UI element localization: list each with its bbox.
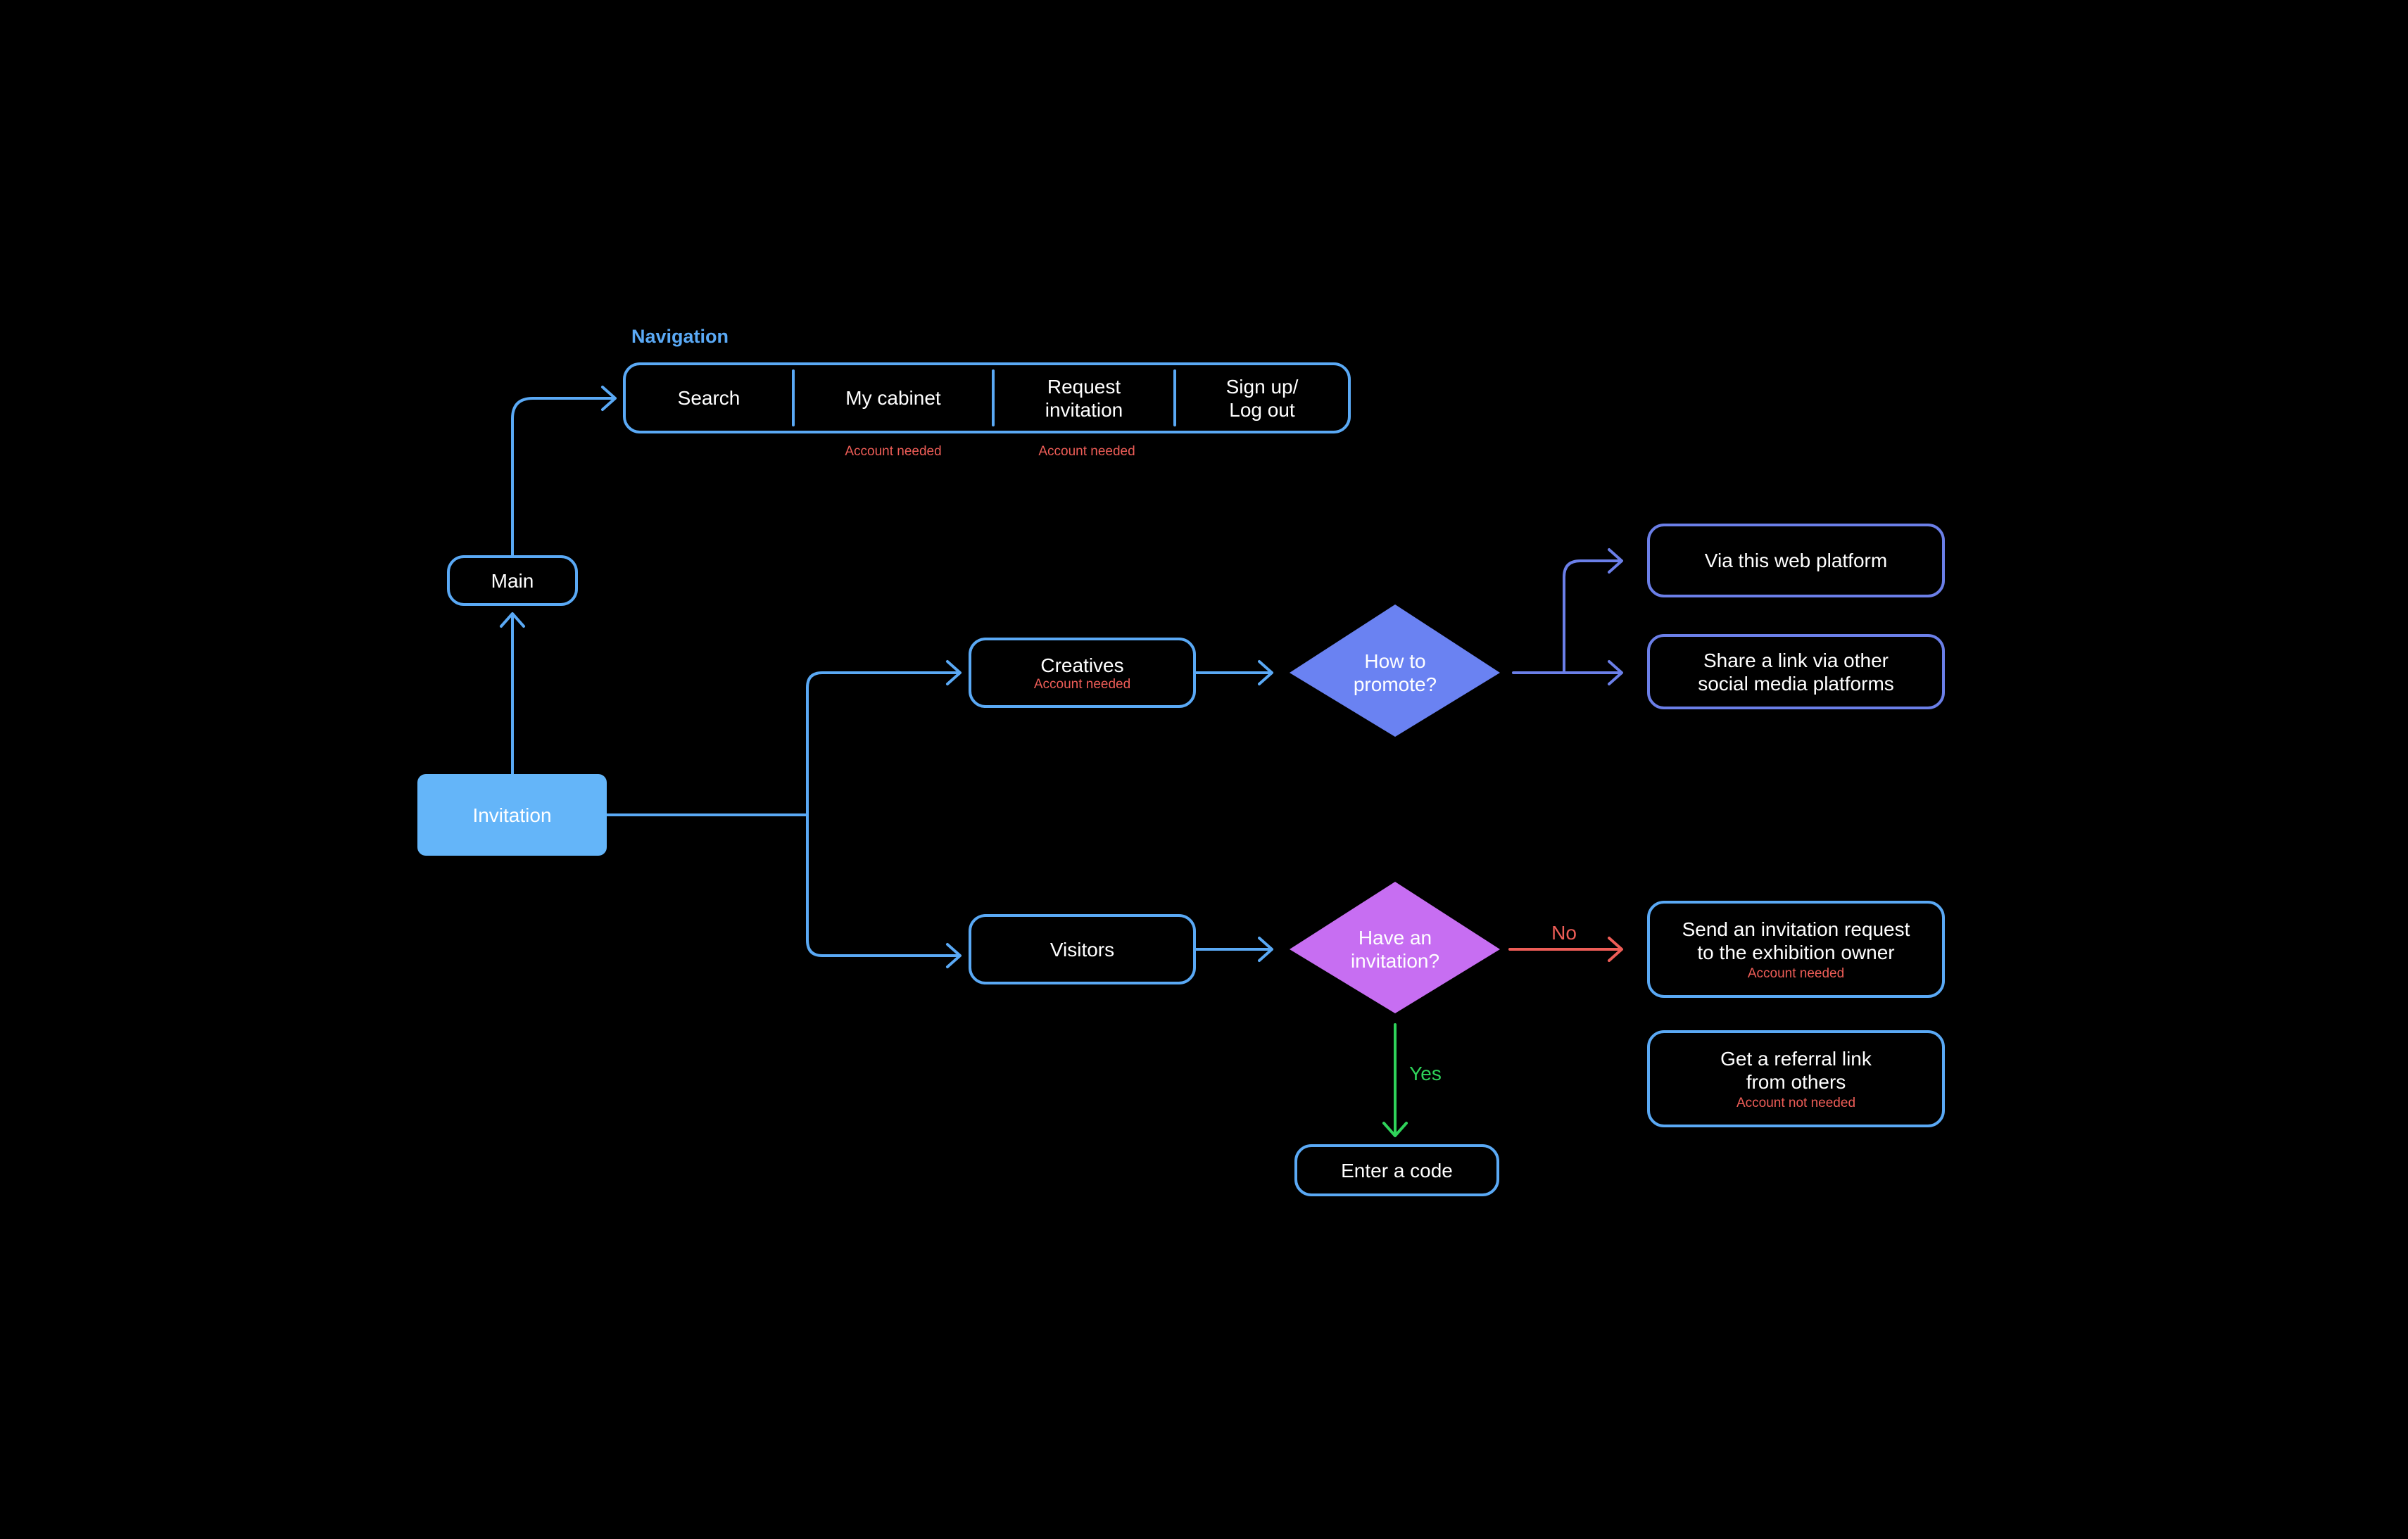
request-invitation-account-note: Account needed — [1038, 444, 1135, 459]
arrowhead-navigation — [601, 386, 617, 411]
edge-label-no: No — [1551, 922, 1577, 944]
have-invitation-decision[interactable]: Have an invitation? — [1311, 914, 1480, 984]
creatives-account-note: Account needed — [1033, 676, 1131, 692]
arrowhead-main — [500, 612, 525, 628]
visitors-node-label: Visitors — [1049, 938, 1115, 961]
via-platform-node[interactable]: Via this web platform — [1649, 525, 1943, 596]
navigation-bar-outline — [623, 362, 1351, 433]
creatives-node[interactable]: Creatives Account needed — [970, 639, 1194, 707]
send-request-node-outline — [1647, 901, 1945, 998]
invitation-node-label: Invitation — [472, 804, 552, 826]
enter-code-label: Enter a code — [1341, 1159, 1453, 1182]
arrowhead-platform — [1608, 548, 1623, 574]
have-invitation-label: Have an invitation? — [1350, 927, 1440, 972]
main-node-outline — [447, 555, 578, 606]
my-cabinet-account-note: Account needed — [845, 444, 942, 459]
referral-node[interactable]: Get a referral link from others Account … — [1649, 1032, 1943, 1126]
send-request-account-note: Account needed — [1747, 965, 1845, 981]
nav-item-label: My cabinet — [845, 387, 941, 409]
arrowhead-yes — [1382, 1122, 1408, 1137]
send-request-node[interactable]: Send an invitation request to the exhibi… — [1649, 902, 1943, 996]
nav-item-label: Search — [677, 387, 740, 409]
how-to-promote-decision[interactable]: How to promote? — [1311, 638, 1480, 708]
arrowhead-have-invitation — [1258, 937, 1273, 962]
promote-decision-fill — [1290, 604, 1500, 737]
edge-label-yes: Yes — [1409, 1063, 1442, 1084]
nav-item-label: Sign up/ Log out — [1225, 375, 1299, 421]
edge-promote-to-platform — [1563, 559, 1622, 674]
creatives-node-outline — [969, 638, 1196, 708]
arrowhead-share — [1608, 660, 1623, 685]
arrowhead-visitors — [946, 943, 962, 968]
main-node[interactable]: Main — [448, 557, 576, 604]
navigation-title: Navigation — [631, 326, 729, 347]
edge-main-to-navigation — [511, 397, 615, 557]
share-link-node-outline — [1647, 634, 1945, 709]
nav-item-search[interactable]: Search — [626, 365, 792, 431]
nav-item-label: Request invitation — [1045, 375, 1123, 421]
referral-account-note: Account not needed — [1736, 1095, 1856, 1110]
arrowhead-no — [1608, 937, 1623, 962]
nav-item-my-cabinet[interactable]: My cabinet — [795, 365, 992, 431]
edge-branch-to-creatives — [806, 671, 960, 816]
enter-code-node[interactable]: Enter a code — [1296, 1146, 1498, 1195]
share-link-label: Share a link via other social media plat… — [1698, 649, 1894, 695]
enter-code-node-outline — [1294, 1144, 1499, 1196]
referral-label: Get a referral link from others — [1720, 1047, 1872, 1093]
nav-item-sign-up-log-out[interactable]: Sign up/ Log out — [1176, 365, 1348, 431]
invitation-node[interactable]: Invitation — [417, 774, 607, 856]
edge-branch-to-visitors — [806, 813, 960, 957]
via-platform-label: Via this web platform — [1704, 550, 1888, 571]
arrowhead-promote — [1258, 660, 1273, 685]
have-invitation-decision-fill — [1290, 882, 1500, 1013]
visitors-node[interactable]: Visitors — [970, 916, 1194, 983]
via-platform-node-outline — [1647, 524, 1945, 597]
invitation-node-fill — [417, 774, 607, 856]
how-to-promote-label: How to promote? — [1353, 650, 1437, 695]
visitors-node-outline — [969, 914, 1196, 984]
send-request-label: Send an invitation request to the exhibi… — [1682, 918, 1910, 963]
share-link-node[interactable]: Share a link via other social media plat… — [1649, 635, 1943, 708]
nav-item-request-invitation[interactable]: Request invitation — [995, 365, 1173, 431]
creatives-node-label: Creatives — [1040, 654, 1124, 676]
referral-node-outline — [1647, 1030, 1945, 1127]
main-node-label: Main — [491, 569, 534, 592]
arrowhead-creatives — [946, 660, 962, 685]
